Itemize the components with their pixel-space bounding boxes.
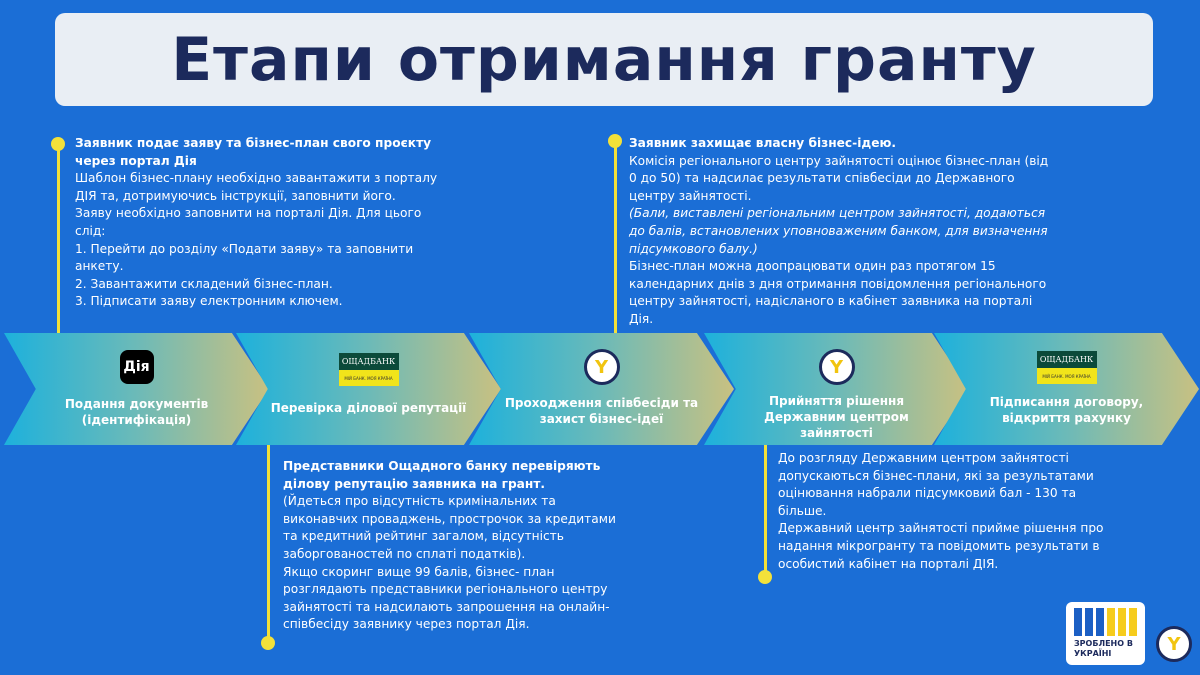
made-in-ukraine-text: ЗРОБЛЕНО В УКРАЇНІ bbox=[1074, 639, 1133, 658]
connector-step3 bbox=[614, 143, 617, 333]
flag-bars-icon bbox=[1074, 608, 1137, 636]
note-line: Державний центр зайнятості прийме рішенн… bbox=[778, 521, 1104, 571]
note-heading: Представники Ощадного банку перевіряють … bbox=[283, 459, 601, 491]
note-line: Якщо скоринг вище 99 балів, бізнес- план… bbox=[283, 564, 610, 632]
step-1: Дія Подання документів (ідентифікація) bbox=[4, 333, 269, 445]
note-step4: До розгляду Державним центром зайнятості… bbox=[778, 450, 1123, 573]
dot-step3 bbox=[608, 134, 622, 148]
note-heading: Заявник захищає власну бізнес-ідею. bbox=[629, 136, 896, 150]
dot-step1 bbox=[51, 137, 65, 151]
diia-logo-icon: Дія bbox=[119, 350, 154, 384]
employment-service-emblem-icon: Y bbox=[583, 349, 620, 385]
step-label: Перевірка ділової репутації bbox=[270, 401, 467, 415]
note-line: Заяву необхідно заповнити на порталі Дія… bbox=[75, 206, 422, 238]
employment-service-emblem-icon: Y bbox=[818, 349, 855, 385]
note-line: 2. Завантажити складений бізнес-план. bbox=[75, 276, 333, 291]
note-step3: Заявник захищає власну бізнес-ідею. Комі… bbox=[629, 135, 1059, 329]
dot-step2 bbox=[261, 636, 275, 650]
connector-step1 bbox=[57, 143, 60, 333]
step-label: Підписання договору, відкриття рахунку bbox=[989, 395, 1144, 425]
note-step2: Представники Ощадного банку перевіряють … bbox=[283, 458, 623, 634]
page-title: Етапи отримання гранту bbox=[171, 24, 1037, 95]
note-line: 3. Підписати заяву електронним ключем. bbox=[75, 294, 343, 309]
logo-text: ОЩАДБАНК bbox=[1036, 351, 1097, 368]
connector-step4 bbox=[764, 445, 767, 577]
note-step1: Заявник подає заяву та бізнес-план свого… bbox=[75, 135, 440, 311]
step-label: Проходження співбесіди та захист бізнес-… bbox=[504, 396, 699, 426]
logo-subtext: МІЙ БАНК. МОЯ КРАЇНА bbox=[338, 370, 399, 386]
made-in-ukraine-badge: ЗРОБЛЕНО В УКРАЇНІ bbox=[1066, 602, 1145, 665]
employment-service-emblem-icon: Y bbox=[1156, 626, 1192, 662]
connector-step2 bbox=[267, 445, 270, 642]
note-line: До розгляду Державним центром зайнятості… bbox=[778, 451, 1094, 518]
title-banner: Етапи отримання гранту bbox=[55, 13, 1153, 106]
note-line: Шаблон бізнес-плану необхідно завантажит… bbox=[75, 171, 438, 203]
dot-step4 bbox=[758, 570, 772, 584]
step-label: Прийняття рішення Державним центром зайн… bbox=[764, 394, 909, 440]
note-line: (Йдеться про відсутність кримінальних та… bbox=[283, 494, 616, 561]
note-heading: Заявник подає заяву та бізнес-план свого… bbox=[75, 136, 432, 168]
step-label: Подання документів (ідентифікація) bbox=[64, 397, 209, 427]
logo-text: ОЩАДБАНК bbox=[338, 353, 399, 370]
note-line: Комісія регіонального центру зайнятості … bbox=[629, 153, 1049, 203]
note-line: 1. Перейти до розділу «Подати заяву» та … bbox=[75, 241, 414, 274]
logo-subtext: МІЙ БАНК. МОЯ КРАЇНА bbox=[1036, 368, 1097, 384]
step-3: Y Проходження співбесіди та захист бізне… bbox=[469, 333, 734, 445]
note-line: Бізнес-план можна доопрацювати один раз … bbox=[629, 259, 1047, 326]
step-4: Y Прийняття рішення Державним центром за… bbox=[704, 333, 969, 445]
note-italic: (Бали, виставлені регіональним центром з… bbox=[629, 206, 1048, 256]
